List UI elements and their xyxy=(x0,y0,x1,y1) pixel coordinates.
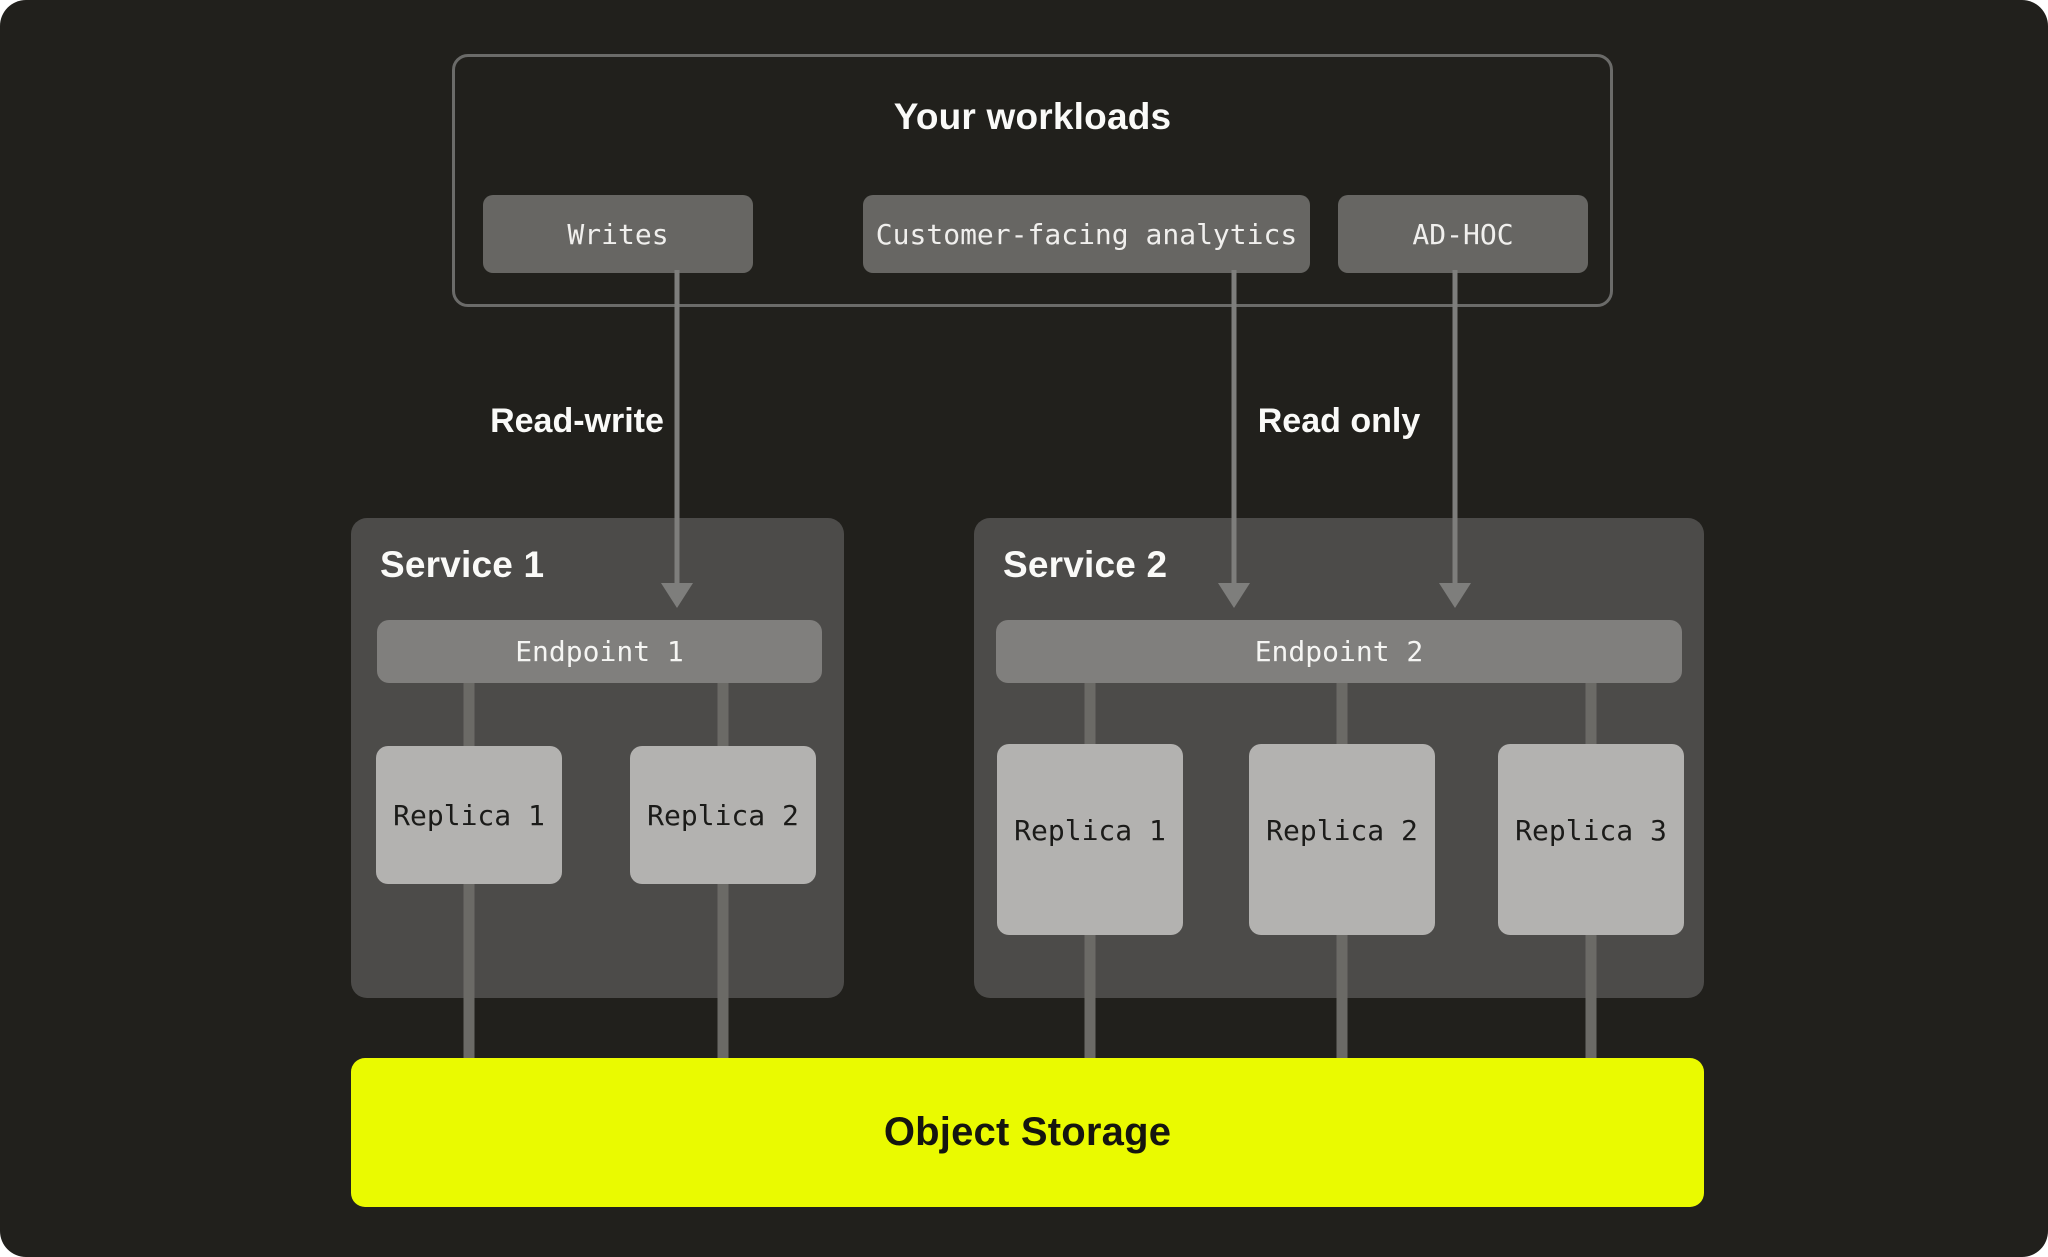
service-1-title: Service 1 xyxy=(380,544,545,585)
workload-pill-ad-hoc: AD-HOC xyxy=(1338,195,1588,273)
your-workloads-group: Your workloads Writes Customer-facing an… xyxy=(452,54,1613,307)
workloads-title: Your workloads xyxy=(893,96,1172,137)
service-1-replica-1: Replica 1 xyxy=(376,746,562,884)
service-2-replica-3: Replica 3 xyxy=(1498,744,1684,935)
read-only-label: Read only xyxy=(1257,402,1421,440)
service-2-replica-2: Replica 2 xyxy=(1249,744,1435,935)
service-1-replica-2: Replica 2 xyxy=(630,746,816,884)
endpoint-1: Endpoint 1 xyxy=(377,620,822,683)
workload-pill-customer-facing-analytics: Customer-facing analytics xyxy=(863,195,1310,273)
read-write-label: Read-write xyxy=(490,402,664,440)
object-storage-bar: Object Storage xyxy=(351,1058,1704,1207)
service-2-title: Service 2 xyxy=(1003,544,1168,585)
workload-pill-writes: Writes xyxy=(483,195,753,273)
service-2-replica-1: Replica 1 xyxy=(997,744,1183,935)
endpoint-2: Endpoint 2 xyxy=(996,620,1682,683)
